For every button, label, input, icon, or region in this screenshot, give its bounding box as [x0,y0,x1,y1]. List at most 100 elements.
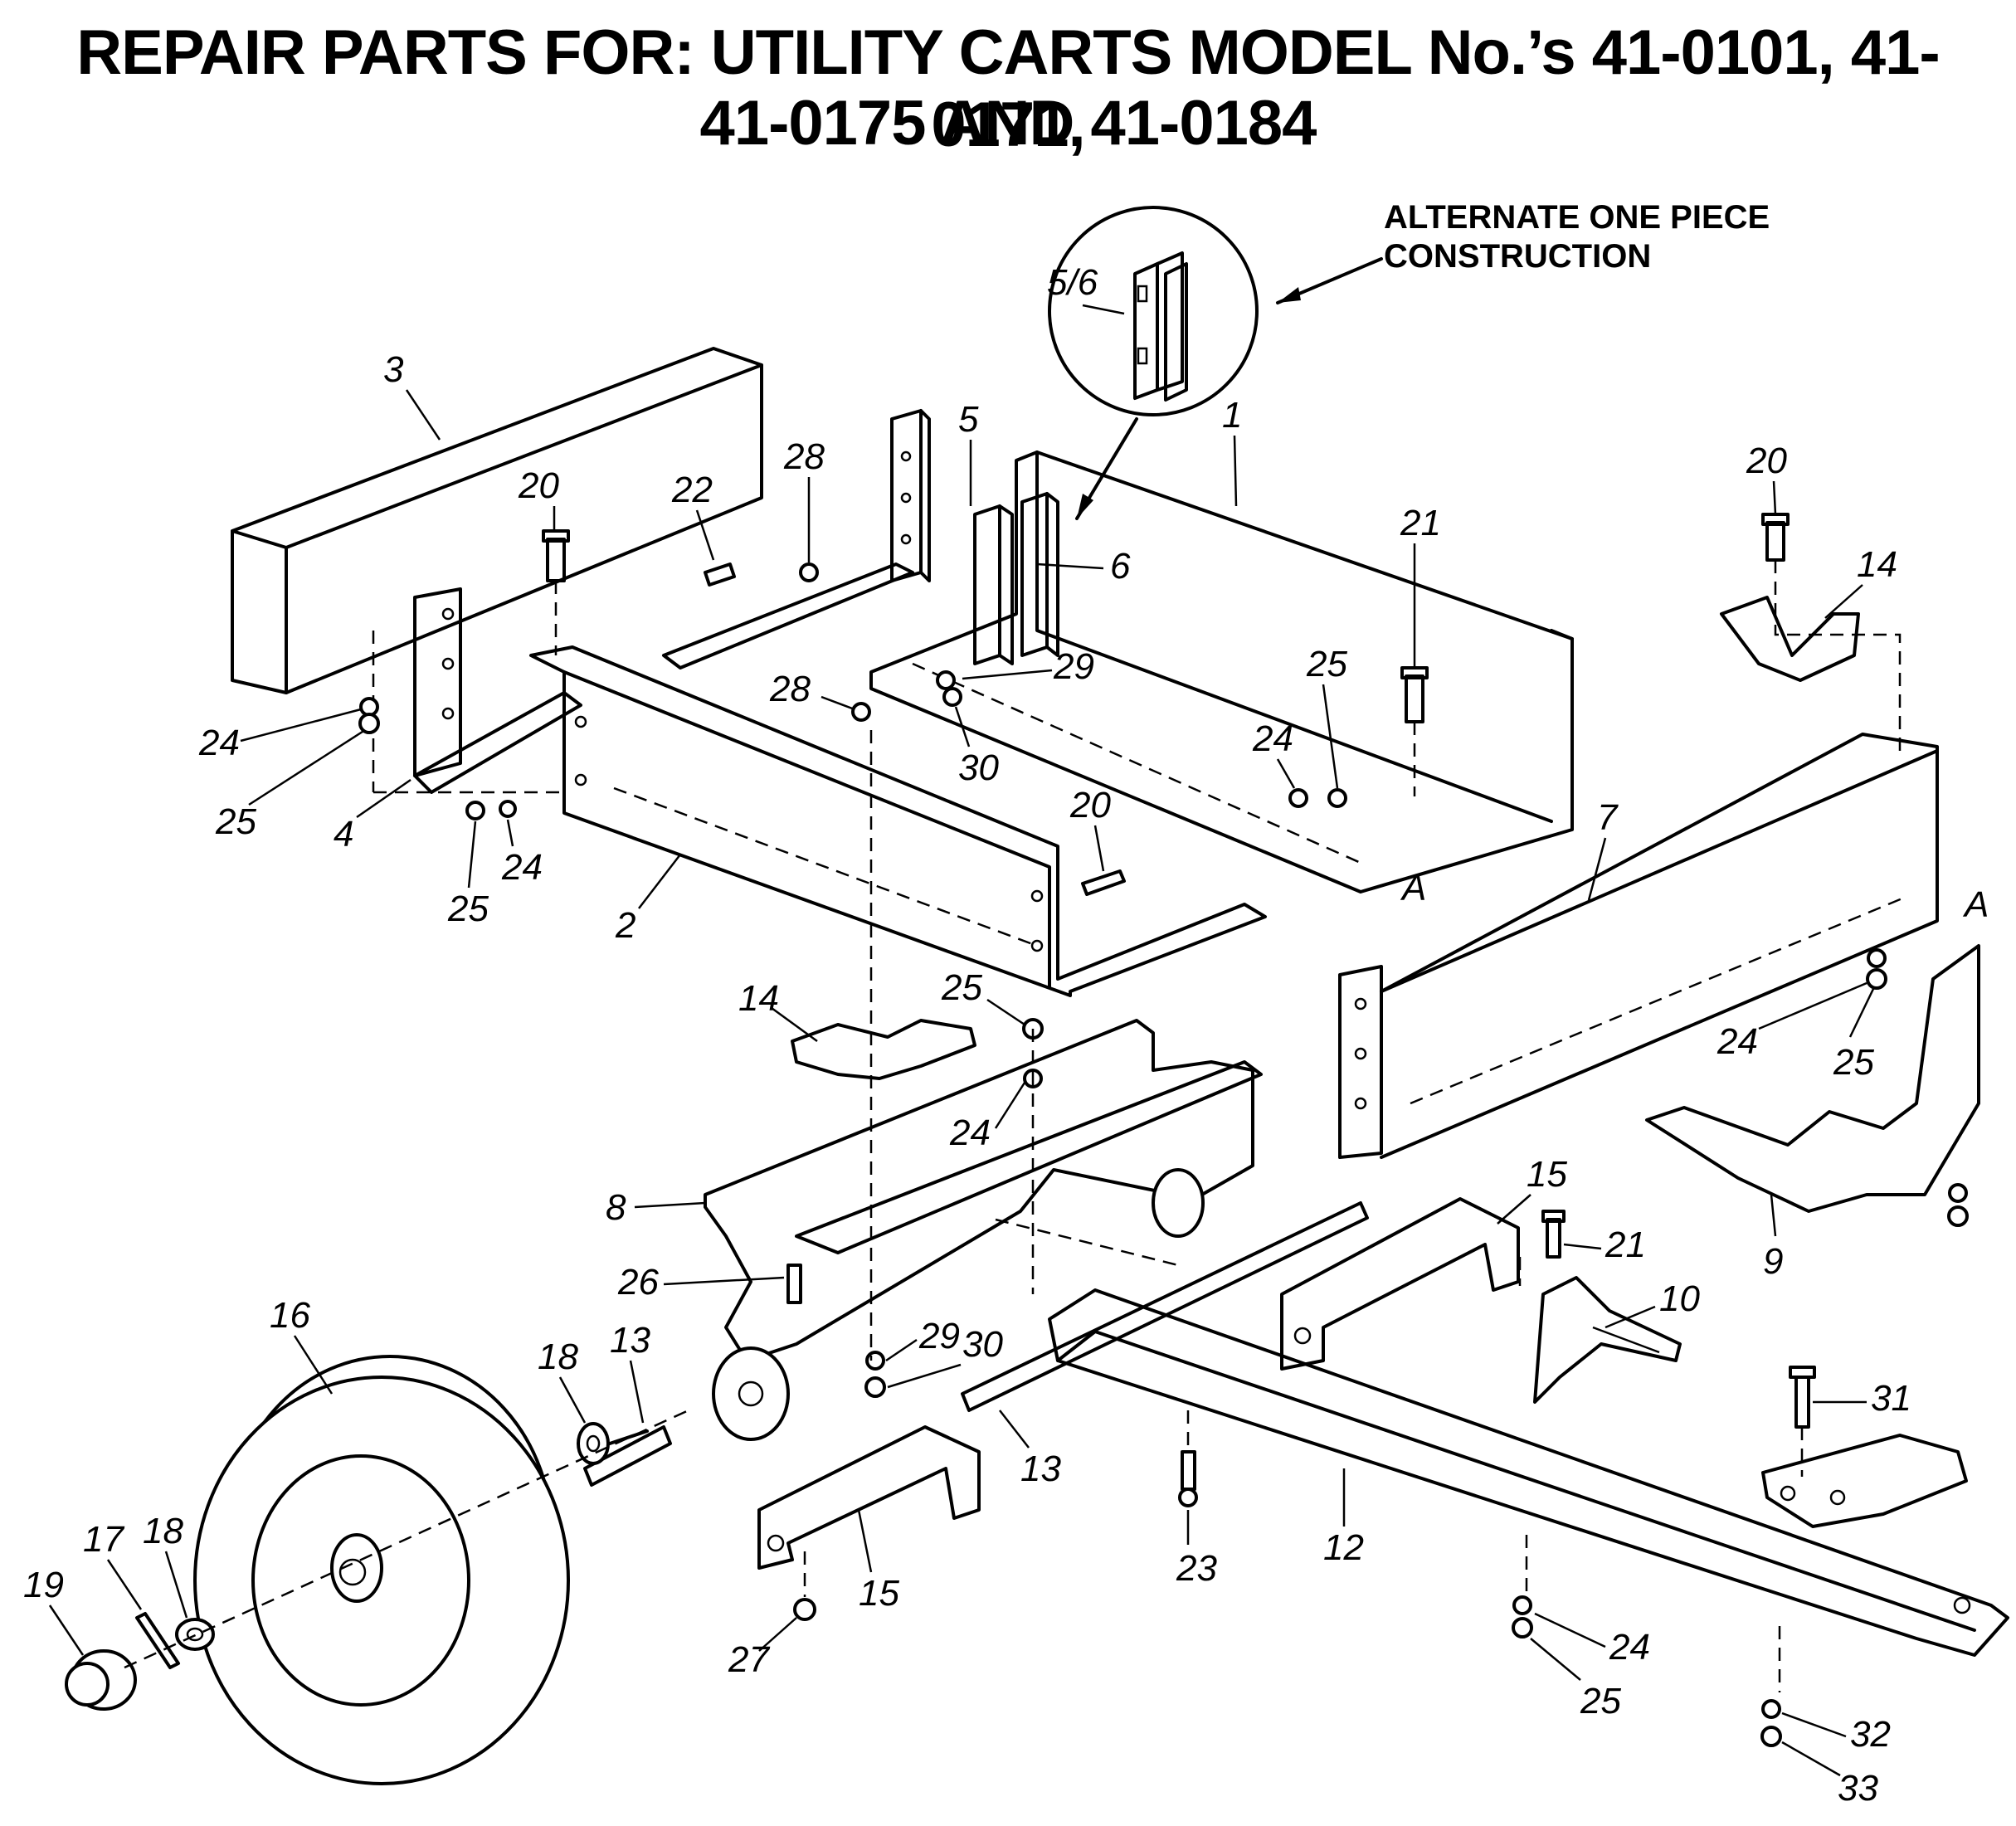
part-14-bracket-right [1720,596,1860,682]
callout-13-left: 13 [610,1320,650,1424]
part-13-axle-rod-left [583,1425,672,1487]
callout-12: 12 [1323,1468,1364,1568]
inset-circle [1048,206,1259,416]
svg-text:24: 24 [198,723,240,763]
svg-text:25: 25 [941,967,982,1008]
svg-text:20: 20 [1746,441,1787,481]
svg-text:20: 20 [1069,785,1111,825]
part-1-side-panel [869,450,1574,894]
svg-text:29: 29 [918,1316,960,1356]
callout-24-b: 24 [501,819,543,888]
part-17-cotter-pin [135,1612,180,1669]
callout-25-a: 25 [215,728,366,842]
callout-16: 16 [270,1295,334,1395]
svg-text:16: 16 [270,1295,310,1336]
svg-text:13: 13 [1020,1449,1061,1489]
part-15-axle-bracket-left [757,1425,981,1570]
callout-7: 7 [1587,797,1619,901]
callout-20-c: 20 [1069,785,1111,872]
svg-text:25: 25 [215,801,256,842]
svg-text:24: 24 [1252,718,1293,759]
svg-text:28: 28 [769,669,811,709]
svg-text:15: 15 [1527,1154,1567,1195]
part-4-corner-bracket [372,587,582,794]
callout-8: 8 [606,1187,706,1228]
callout-25-c: 25 [1306,644,1347,789]
part-23-bolt [1178,1450,1198,1507]
callout-21-a: 21 [1400,503,1441,668]
note-line-1: ALTERNATE ONE PIECE [1384,199,1770,236]
callout-20-a: 20 [518,465,559,531]
svg-text:24: 24 [1609,1627,1650,1668]
callout-25-b: 25 [447,820,489,929]
callout-19: 19 [23,1565,85,1656]
svg-text:3: 3 [383,349,404,390]
svg-text:5: 5 [958,399,979,440]
part-21-bolt-lower [1541,1210,1566,1259]
inset-one-piece-upright [1133,251,1188,402]
callout-3: 3 [383,349,441,441]
callout-24-e: 24 [1717,981,1867,1062]
svg-text:13: 13 [610,1320,650,1361]
svg-text:28: 28 [783,436,825,477]
callout-31: 31 [1813,1378,1911,1419]
callout-A-center: A [1400,868,1426,908]
svg-text:10: 10 [1659,1278,1700,1319]
callout-25-f: 25 [1530,1638,1621,1721]
part-9-rear-bracket [1645,944,1980,1213]
title-line-1: REPAIR PARTS FOR: UTILITY CARTS MODEL No… [76,17,1941,160]
svg-text:31: 31 [1871,1378,1911,1419]
part-31-bolt [1789,1366,1816,1429]
callout-17: 17 [83,1519,143,1610]
wheel-axis-line [124,1409,689,1669]
svg-text:A: A [1962,884,1989,925]
svg-text:18: 18 [143,1511,183,1551]
svg-text:21: 21 [1605,1225,1646,1265]
assembly-lines [554,560,1902,1692]
svg-text:19: 19 [23,1565,64,1605]
callout-4: 4 [334,778,411,855]
callout-27: 27 [728,1617,797,1680]
part-14-bracket-left [791,1019,976,1080]
part-10-latch [1533,1276,1682,1404]
svg-text:14: 14 [738,978,779,1019]
svg-text:32: 32 [1850,1714,1891,1755]
part-21-bolt [1400,666,1429,723]
callout-29-a: 29 [962,646,1094,687]
svg-text:20: 20 [518,465,559,506]
svg-text:15: 15 [859,1573,899,1614]
callout-21-b: 21 [1563,1225,1646,1265]
part-20-bolt [542,529,570,582]
part-19-hub-cap [65,1649,137,1711]
svg-text:25: 25 [447,889,489,929]
callout-5: 5 [958,399,979,506]
callout-13-right: 13 [999,1410,1061,1489]
callout-10: 10 [1605,1278,1700,1329]
svg-text:25: 25 [1306,644,1347,684]
note-line-2: CONSTRUCTION [1384,238,1651,275]
svg-text:25: 25 [1580,1681,1621,1721]
callout-A-right: A [1962,884,1989,925]
callout-26: 26 [617,1262,785,1303]
callout-24-c: 24 [1252,718,1296,789]
svg-text:8: 8 [606,1187,626,1228]
svg-text:23: 23 [1176,1548,1217,1589]
part-26-bolt [786,1264,802,1304]
svg-text:12: 12 [1323,1527,1364,1568]
callout-24-a: 24 [198,708,362,763]
svg-text:A: A [1400,868,1426,908]
inset-label: 5/6 [1047,262,1098,303]
svg-text:6: 6 [1110,546,1131,587]
svg-text:30: 30 [962,1324,1003,1365]
svg-text:4: 4 [334,814,353,855]
callout-33: 33 [1781,1741,1878,1809]
callout-15-right: 15 [1497,1154,1567,1225]
part-18-washer-inner [577,1422,649,1465]
part-20-bolt-lower [1081,869,1126,896]
part-2-side-panel [529,645,1267,997]
callout-1: 1 [1222,395,1242,507]
svg-text:24: 24 [949,1113,991,1153]
title-line-2: 41-0175 AND 41-0184 [699,88,1317,158]
callout-30-b: 30 [887,1324,1003,1389]
callout-24-d: 24 [949,1082,1026,1153]
